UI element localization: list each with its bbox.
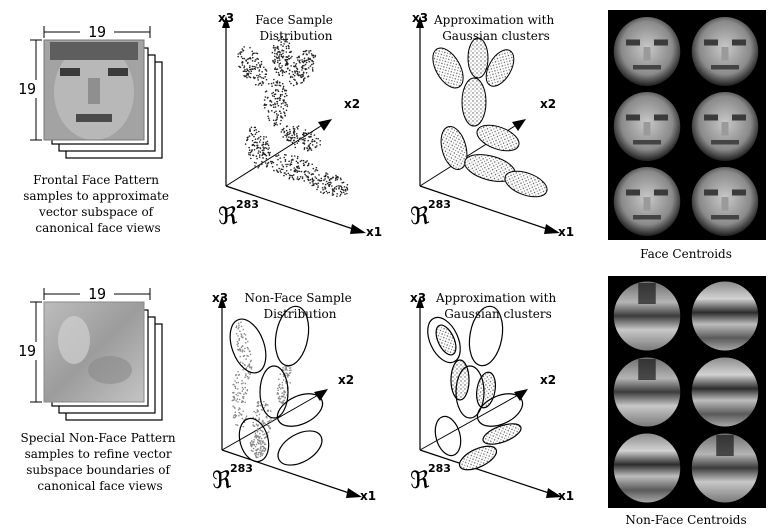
face-approximation-title: Approximation with Gaussian clusters bbox=[433, 13, 558, 43]
face-distribution-plot: x3 x2 x1 ℜ 283 Face Sample Distribution bbox=[218, 11, 382, 239]
space-symbol: ℜ bbox=[218, 202, 238, 230]
svg-text:x3: x3 bbox=[212, 291, 228, 305]
face-width-dimension: 19 bbox=[43, 23, 151, 41]
nonface-sample-image bbox=[43, 301, 145, 403]
svg-text:x1: x1 bbox=[558, 489, 574, 503]
face-centroid bbox=[690, 164, 760, 236]
nonface-approximation-plot: x3 x2 x1 ℜ 283 Approximation with Gaussi… bbox=[410, 291, 574, 503]
x2-label: x2 bbox=[344, 97, 360, 111]
face-sample-stack bbox=[43, 39, 163, 159]
nonface-width-dimension: 19 bbox=[43, 285, 151, 303]
nonface-centroid bbox=[690, 280, 760, 352]
svg-text:x1: x1 bbox=[558, 225, 574, 239]
face-centroid bbox=[612, 164, 682, 236]
nonface-height-dimension: 19 bbox=[16, 301, 42, 403]
face-height-label: 19 bbox=[18, 80, 36, 98]
x3-arrow bbox=[222, 16, 230, 28]
nonface-centroid bbox=[690, 356, 760, 428]
face-gaussian-clusters bbox=[432, 37, 548, 198]
nonface-caption: Special Non-Face Pattern samples to refi… bbox=[21, 431, 180, 493]
svg-text:ℜ: ℜ bbox=[410, 202, 430, 230]
face-sample-image bbox=[43, 39, 145, 141]
nonface-approximation-title: Approximation with Gaussian clusters bbox=[435, 291, 560, 321]
svg-text:283: 283 bbox=[428, 198, 451, 211]
face-centroid bbox=[690, 14, 760, 86]
nonface-height-label: 19 bbox=[18, 342, 36, 360]
x1-arrow bbox=[350, 224, 366, 234]
svg-text:x2: x2 bbox=[540, 373, 556, 387]
svg-text:ℜ: ℜ bbox=[410, 466, 430, 494]
face-centroid bbox=[690, 89, 760, 161]
nonface-width-label: 19 bbox=[88, 285, 106, 303]
nonface-centroid bbox=[612, 356, 682, 428]
svg-text:x2: x2 bbox=[540, 97, 556, 111]
x1-label: x1 bbox=[366, 225, 382, 239]
nonface-sample-stack bbox=[43, 301, 163, 421]
face-centroids-label: Face Centroids bbox=[640, 247, 732, 261]
face-centroid bbox=[612, 14, 682, 86]
svg-text:283: 283 bbox=[230, 462, 253, 475]
svg-text:283: 283 bbox=[428, 462, 451, 475]
nonface-centroid bbox=[612, 280, 682, 352]
x3-label: x3 bbox=[218, 11, 234, 25]
nonface-gaussian-clusters bbox=[427, 305, 524, 471]
nonface-sample-cloud bbox=[231, 321, 292, 459]
x2-arrow bbox=[318, 119, 332, 131]
face-approximation-plot: x3 x2 x1 ℜ 283 Approximation with Gaussi… bbox=[410, 11, 574, 239]
nonface-cluster-outlines bbox=[229, 305, 324, 466]
nonface-centroid bbox=[612, 432, 682, 504]
face-width-label: 19 bbox=[88, 23, 106, 41]
face-sample-cloud bbox=[237, 36, 349, 198]
nonface-centroids-label: Non-Face Centroids bbox=[625, 513, 746, 527]
face-centroids-grid bbox=[608, 10, 766, 240]
space-dim: 283 bbox=[236, 198, 259, 211]
svg-text:x2: x2 bbox=[338, 373, 354, 387]
face-caption: Frontal Face Pattern samples to approxim… bbox=[23, 173, 173, 235]
svg-text:x3: x3 bbox=[412, 11, 428, 25]
svg-text:x3: x3 bbox=[410, 291, 426, 305]
nonface-centroids-grid bbox=[608, 276, 766, 508]
svg-text:x1: x1 bbox=[360, 489, 376, 503]
face-centroid bbox=[612, 89, 682, 161]
face-distribution-title: Face Sample Distribution bbox=[255, 13, 337, 43]
nonface-centroid bbox=[690, 432, 760, 504]
svg-text:ℜ: ℜ bbox=[212, 466, 232, 494]
face-height-dimension: 19 bbox=[16, 39, 42, 141]
nonface-distribution-plot: x3 x2 x1 ℜ 283 Non-Face Sample Distribut… bbox=[212, 291, 376, 503]
nonface-distribution-title: Non-Face Sample Distribution bbox=[244, 291, 355, 321]
